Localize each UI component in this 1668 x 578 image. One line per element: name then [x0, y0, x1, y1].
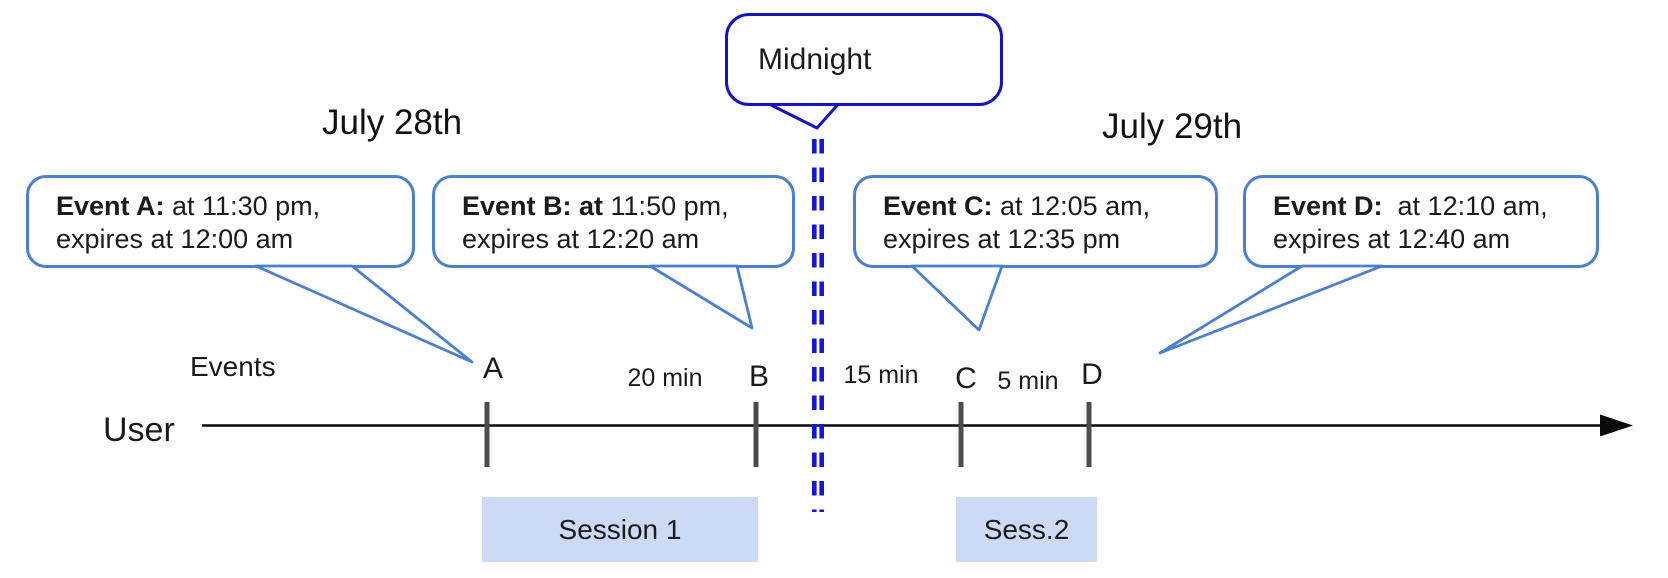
tick-label-c: C [955, 362, 977, 395]
tick-label-a: A [482, 352, 504, 385]
interval-20min-label: 20 min [627, 364, 703, 392]
event-c-callout: Event C: at 12:05 am,expires at 12:35 pm [853, 175, 1218, 268]
event-a-callout-tail [254, 264, 474, 364]
event-a-expiry: expires at 12:00 am [56, 224, 294, 254]
event-c-expiry: expires at 12:35 pm [883, 224, 1121, 254]
event-b-time: 11:50 pm, [603, 191, 729, 221]
event-d-title: Event D: [1273, 191, 1383, 221]
session-2-label: Sess.2 [983, 513, 1070, 545]
event-b-title: Event B: at [462, 191, 604, 221]
event-a-time: at 11:30 pm, [164, 191, 321, 221]
event-d-time: at 12:10 am, [1382, 191, 1548, 221]
event-a-title: Event A: [56, 191, 165, 221]
event-b-expiry: expires at 12:20 am [462, 224, 700, 254]
event-c-time: at 12:05 am, [992, 191, 1151, 221]
session-1-label: Session 1 [558, 513, 682, 545]
session-2-box: Sess.2 [956, 497, 1097, 562]
event-c-callout-tail [910, 264, 1004, 332]
date-label-july-29: July 29th [1102, 107, 1243, 146]
event-c-title: Event C: [883, 191, 993, 221]
session-1-box: Session 1 [482, 497, 758, 562]
user-axis-label: User [103, 411, 175, 449]
midnight-callout-tail [768, 103, 840, 130]
midnight-callout: Midnight [725, 13, 1003, 106]
tick-label-d: D [1081, 358, 1103, 391]
event-a-callout: Event A: at 11:30 pm,expires at 12:00 am [26, 175, 415, 268]
event-b-callout-tail [648, 264, 754, 330]
event-d-callout-tail [1158, 264, 1384, 355]
interval-15min-label: 15 min [843, 361, 919, 389]
tick-label-b: B [748, 360, 770, 393]
midnight-callout-label: Midnight [758, 42, 872, 76]
date-label-july-28: July 28th [322, 103, 463, 142]
event-d-callout: Event D: at 12:10 am,expires at 12:40 am [1243, 175, 1599, 268]
interval-5min-label: 5 min [997, 367, 1059, 395]
events-axis-label: Events [190, 351, 276, 382]
event-b-callout: Event B: at 11:50 pm,expires at 12:20 am [432, 175, 795, 268]
event-d-expiry: expires at 12:40 am [1273, 224, 1511, 254]
timeline-arrowhead [1600, 414, 1633, 437]
